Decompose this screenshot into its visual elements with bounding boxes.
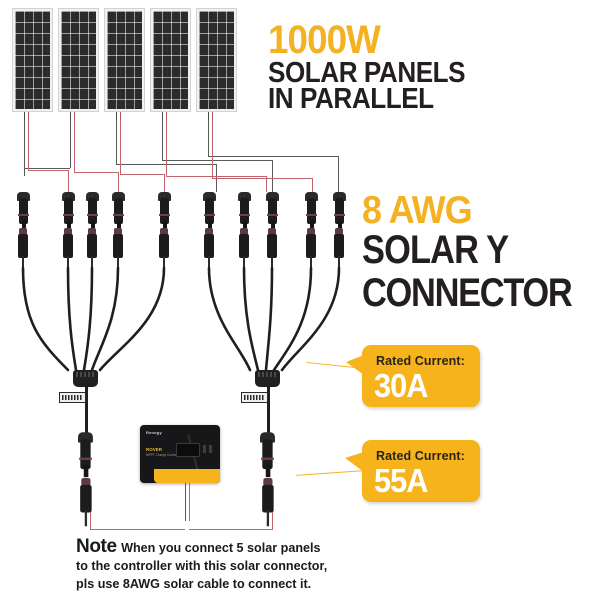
controller-model: ROVER (146, 447, 163, 452)
mc4-male-connector (62, 228, 74, 270)
mc4-female-connector (158, 190, 171, 235)
mc4-female-connector (112, 190, 125, 235)
heading-8-awg: 8 AWG (362, 189, 473, 232)
callout-label: Rated Current: (376, 354, 465, 368)
mc4-male-connector-output-left (79, 478, 93, 527)
solar-panel (150, 8, 191, 112)
panel-cells (61, 11, 96, 109)
mc4-male-connector (17, 228, 29, 270)
solar-panel (12, 8, 53, 112)
mc4-female-connector (86, 190, 99, 235)
panel-lead-positive (28, 112, 30, 122)
panel-lead-negative (116, 112, 118, 122)
mc4-male-connector (158, 228, 170, 270)
mc4-male-connector (305, 228, 317, 270)
y-connector-left (55, 344, 115, 434)
mc4-male-connector (266, 228, 278, 270)
mc4-female-connector (305, 190, 318, 235)
mc4-female-connector (238, 190, 251, 235)
solar-panel-array (12, 8, 238, 112)
controller-yellow-band (154, 469, 220, 483)
panel-cells (199, 11, 234, 109)
note-line-3: pls use 8AWG solar cable to connect it. (76, 576, 312, 591)
panel-cells (15, 11, 50, 109)
y-connector-right (237, 344, 297, 434)
heading-solar-panels: SOLAR PANELS (268, 57, 466, 89)
controller-subtitle: MPPT Charge Controller (146, 453, 181, 457)
callout-pointer-icon (346, 355, 364, 375)
heading-solar-y: SOLAR Y (362, 228, 509, 272)
controller-display (176, 443, 200, 457)
panel-lead-positive (166, 112, 168, 122)
solar-panel (58, 8, 99, 112)
mc4-male-connector (203, 228, 215, 270)
controller-buttons (203, 445, 215, 453)
heading-1000w: 1000W (268, 18, 381, 62)
note-line-1: When you connect 5 solar panels (121, 541, 321, 555)
y-connector-branch-cables (21, 266, 341, 372)
mc4-male-connector (333, 228, 345, 270)
callout-pointer-icon (345, 452, 364, 472)
mc4-female-connector (17, 190, 30, 235)
solar-panel (196, 8, 237, 112)
connector-label-tag (241, 392, 268, 403)
y-connector-hub (73, 370, 98, 387)
mc4-male-connector-output-right (261, 478, 275, 527)
note-block: Note When you connect 5 solar panels to … (76, 536, 406, 594)
y-connector-hub (255, 370, 280, 387)
y-connector-output-cable (84, 385, 88, 434)
panel-lead-negative (24, 112, 26, 122)
callout-rated-current-55a: Rated Current: 55A (345, 440, 480, 502)
note-keyword: Note (76, 536, 117, 557)
mc4-male-connector (86, 228, 98, 270)
panel-cells (107, 11, 142, 109)
panel-lead-positive (212, 112, 214, 122)
note-first-line: Note When you connect 5 solar panels (76, 536, 406, 558)
mc4-female-connector (333, 190, 346, 235)
callout-rated-current-30a: Rated Current: 30A (346, 345, 480, 407)
panel-lead-negative (162, 112, 164, 122)
mc4-female-connector-output-right (260, 430, 275, 482)
mc4-female-connector (62, 190, 75, 235)
panel-lead-positive (74, 112, 76, 122)
mc4-female-connector-output-left (78, 430, 93, 482)
heading-in-parallel: IN PARALLEL (268, 83, 434, 115)
callout-value: 55A (374, 462, 428, 499)
mc4-male-connector (112, 228, 124, 270)
callout-value: 30A (374, 367, 428, 404)
heading-connector: CONNECTOR (362, 271, 573, 315)
panel-cells (153, 11, 188, 109)
controller-brand: Renogy (146, 430, 162, 435)
solar-charge-controller: Renogy ROVER MPPT Charge Controller (140, 425, 220, 483)
y-connector-output-cable (266, 385, 270, 434)
panel-lead-positive (120, 112, 122, 122)
callout-label: Rated Current: (376, 449, 465, 463)
mc4-male-connector (238, 228, 250, 270)
solar-panel (104, 8, 145, 112)
panel-lead-negative (208, 112, 210, 122)
connector-label-tag (59, 392, 86, 403)
mc4-female-connector (266, 190, 279, 235)
note-line-2: to the controller with this solar connec… (76, 559, 328, 573)
panel-lead-negative (70, 112, 72, 122)
mc4-female-connector (203, 190, 216, 235)
